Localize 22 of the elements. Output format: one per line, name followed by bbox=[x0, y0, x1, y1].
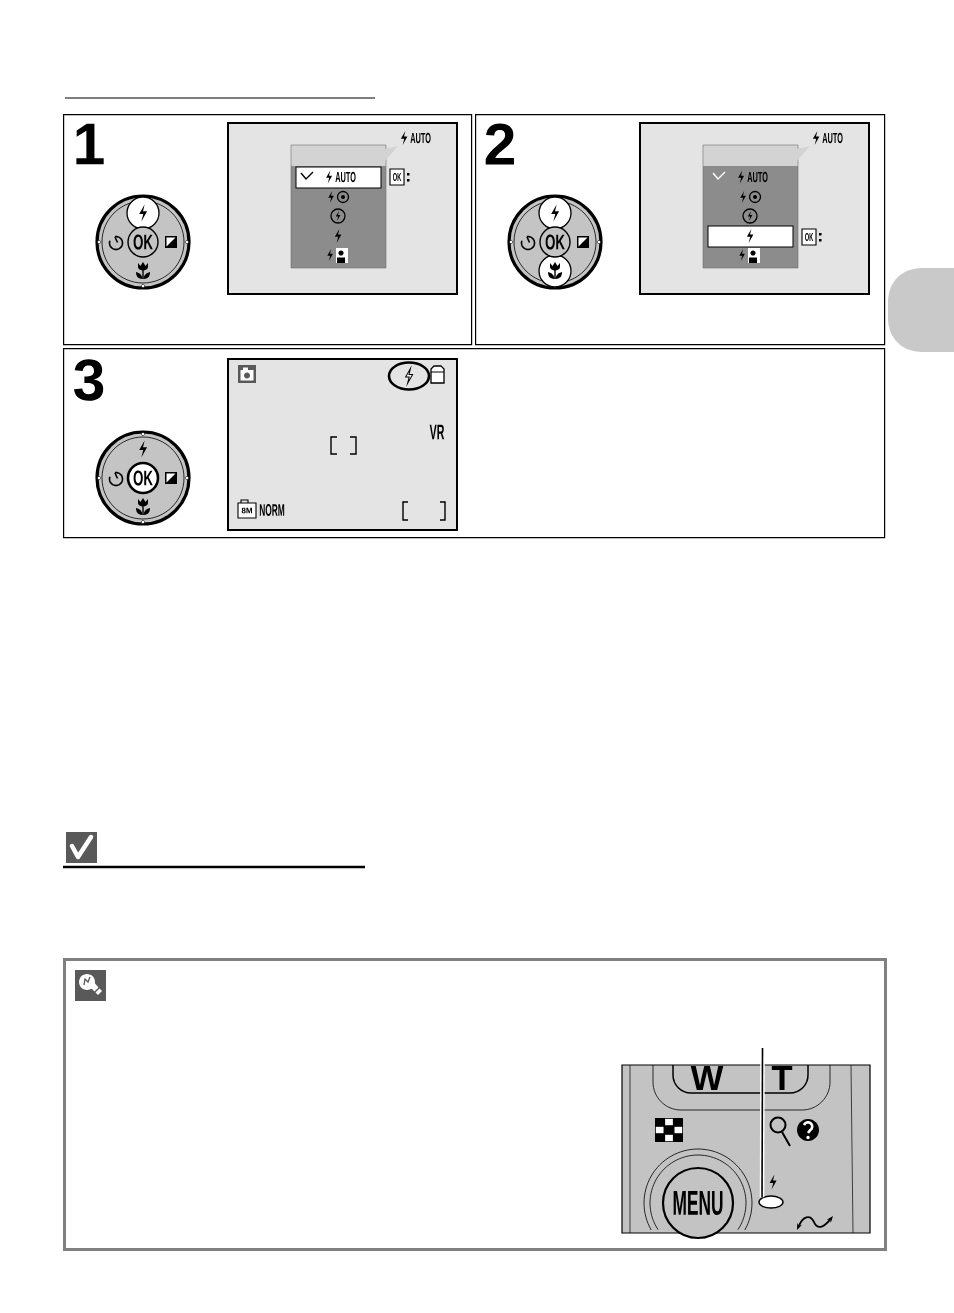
vr-indicator: VR bbox=[429, 424, 445, 440]
ok-button: OK bbox=[126, 461, 160, 495]
zoom-letter: W bbox=[690, 1066, 724, 1090]
ok-button: OK bbox=[127, 226, 159, 258]
zoom-letter: T bbox=[771, 1066, 793, 1090]
image-quality-text: NORM bbox=[259, 504, 285, 516]
ok-button: OK bbox=[539, 226, 571, 258]
flash-mode-text: AUTO bbox=[335, 171, 356, 183]
flash-mode-text: AUTO bbox=[747, 171, 768, 183]
step-number: 1 bbox=[76, 123, 104, 165]
flash-mode-text: AUTO bbox=[822, 132, 843, 144]
menu-button: MENU bbox=[643, 1148, 753, 1240]
flash-mode-text: AUTO bbox=[410, 132, 431, 144]
ok-key: OK bbox=[389, 168, 410, 186]
step-number: 3 bbox=[74, 359, 104, 401]
step-number: 2 bbox=[485, 123, 514, 165]
leader-line bbox=[759, 1047, 765, 1199]
flash-button bbox=[758, 1195, 784, 1209]
image-size-indicator: 8M bbox=[237, 499, 257, 519]
ok-key: OK bbox=[801, 228, 822, 246]
side-tab bbox=[888, 268, 954, 352]
tip-box bbox=[63, 958, 887, 1251]
